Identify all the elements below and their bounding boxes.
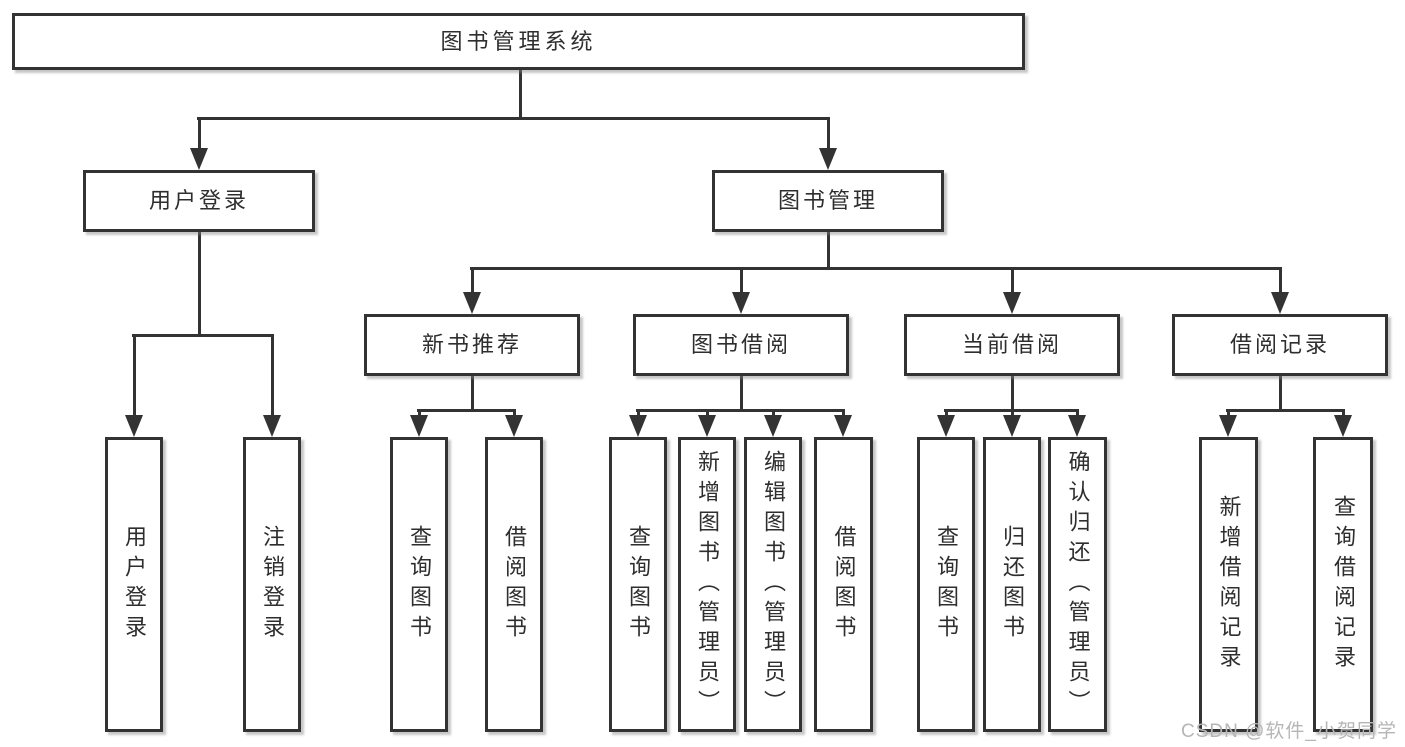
leaf-add-book-admin: 新增图书（管理员） (678, 437, 736, 732)
connector-drop-line (418, 409, 421, 415)
arrowhead-icon (1068, 415, 1086, 437)
connector-drop-line (271, 334, 274, 415)
arrowhead-icon (764, 415, 782, 437)
arrowhead-icon (834, 415, 852, 437)
node-book-borrow: 图书借阅 (633, 314, 849, 376)
arrowhead-icon (1003, 292, 1021, 314)
leaf-query-book-3: 查询图书 (917, 437, 975, 732)
connector-drop-line (1011, 267, 1014, 292)
connector-drop-line (133, 334, 136, 415)
connector-bar-line (470, 267, 1282, 270)
connector-drop-line (637, 409, 640, 415)
connector-drop-line (772, 409, 775, 415)
arrowhead-icon (819, 148, 837, 170)
leaf-logout: 注销登录 (243, 437, 301, 732)
connector-drop-line (740, 267, 743, 292)
arrowhead-icon (937, 415, 955, 437)
arrowhead-icon (732, 292, 750, 314)
arrowhead-icon (190, 148, 208, 170)
node-root: 图书管理系统 (12, 13, 1025, 70)
arrowhead-icon (1271, 292, 1289, 314)
node-new-book-recommend: 新书推荐 (364, 314, 580, 376)
leaf-add-borrow-record: 新增借阅记录 (1199, 437, 1258, 732)
connector-bar-line (132, 334, 274, 337)
connector-drop-line (1076, 409, 1079, 415)
connector-drop-line (842, 409, 845, 415)
connector-drop-line (945, 409, 948, 415)
connector-trunk-line (740, 376, 743, 412)
connector-bar-line (417, 409, 516, 412)
leaf-borrow-book-2: 借阅图书 (814, 437, 873, 732)
leaf-confirm-return-admin: 确认归还（管理员） (1048, 437, 1107, 732)
leaf-query-borrow-record: 查询借阅记录 (1313, 437, 1373, 732)
node-user-login: 用户登录 (83, 170, 315, 232)
node-book-management: 图书管理 (712, 170, 944, 232)
connector-bar-line (1226, 409, 1345, 412)
connector-trunk-line (1011, 376, 1014, 412)
connector-trunk-line (519, 70, 522, 120)
connector-trunk-line (1279, 376, 1282, 412)
node-current-borrow: 当前借阅 (904, 314, 1120, 376)
leaf-borrow-book-1: 借阅图书 (485, 437, 543, 732)
connector-drop-line (827, 117, 830, 148)
arrowhead-icon (1003, 415, 1021, 437)
connector-bar-line (197, 117, 830, 120)
leaf-edit-book-admin: 编辑图书（管理员） (744, 437, 802, 732)
connector-trunk-line (827, 232, 830, 270)
connector-drop-line (1279, 267, 1282, 292)
node-borrow-record: 借阅记录 (1172, 314, 1388, 376)
watermark: CSDN @软件_小贺同学 (1181, 721, 1397, 742)
arrowhead-icon (125, 415, 143, 437)
connector-trunk-line (471, 376, 474, 412)
leaf-query-book-1: 查询图书 (390, 437, 448, 732)
connector-trunk-line (198, 232, 201, 337)
connector-bar-line (636, 409, 845, 412)
connector-drop-line (1227, 409, 1230, 415)
leaf-user-login: 用户登录 (105, 437, 163, 732)
arrowhead-icon (410, 415, 428, 437)
connector-drop-line (706, 409, 709, 415)
arrowhead-icon (629, 415, 647, 437)
connector-drop-line (471, 267, 474, 292)
connector-drop-line (198, 117, 201, 148)
arrowhead-icon (698, 415, 716, 437)
connector-drop-line (1011, 409, 1014, 415)
arrowhead-icon (505, 415, 523, 437)
leaf-return-book: 归还图书 (983, 437, 1041, 732)
leaf-query-book-2: 查询图书 (609, 437, 667, 732)
connector-drop-line (1342, 409, 1345, 415)
arrowhead-icon (1334, 415, 1352, 437)
arrowhead-icon (463, 292, 481, 314)
arrowhead-icon (1219, 415, 1237, 437)
arrowhead-icon (263, 415, 281, 437)
connector-drop-line (513, 409, 516, 415)
